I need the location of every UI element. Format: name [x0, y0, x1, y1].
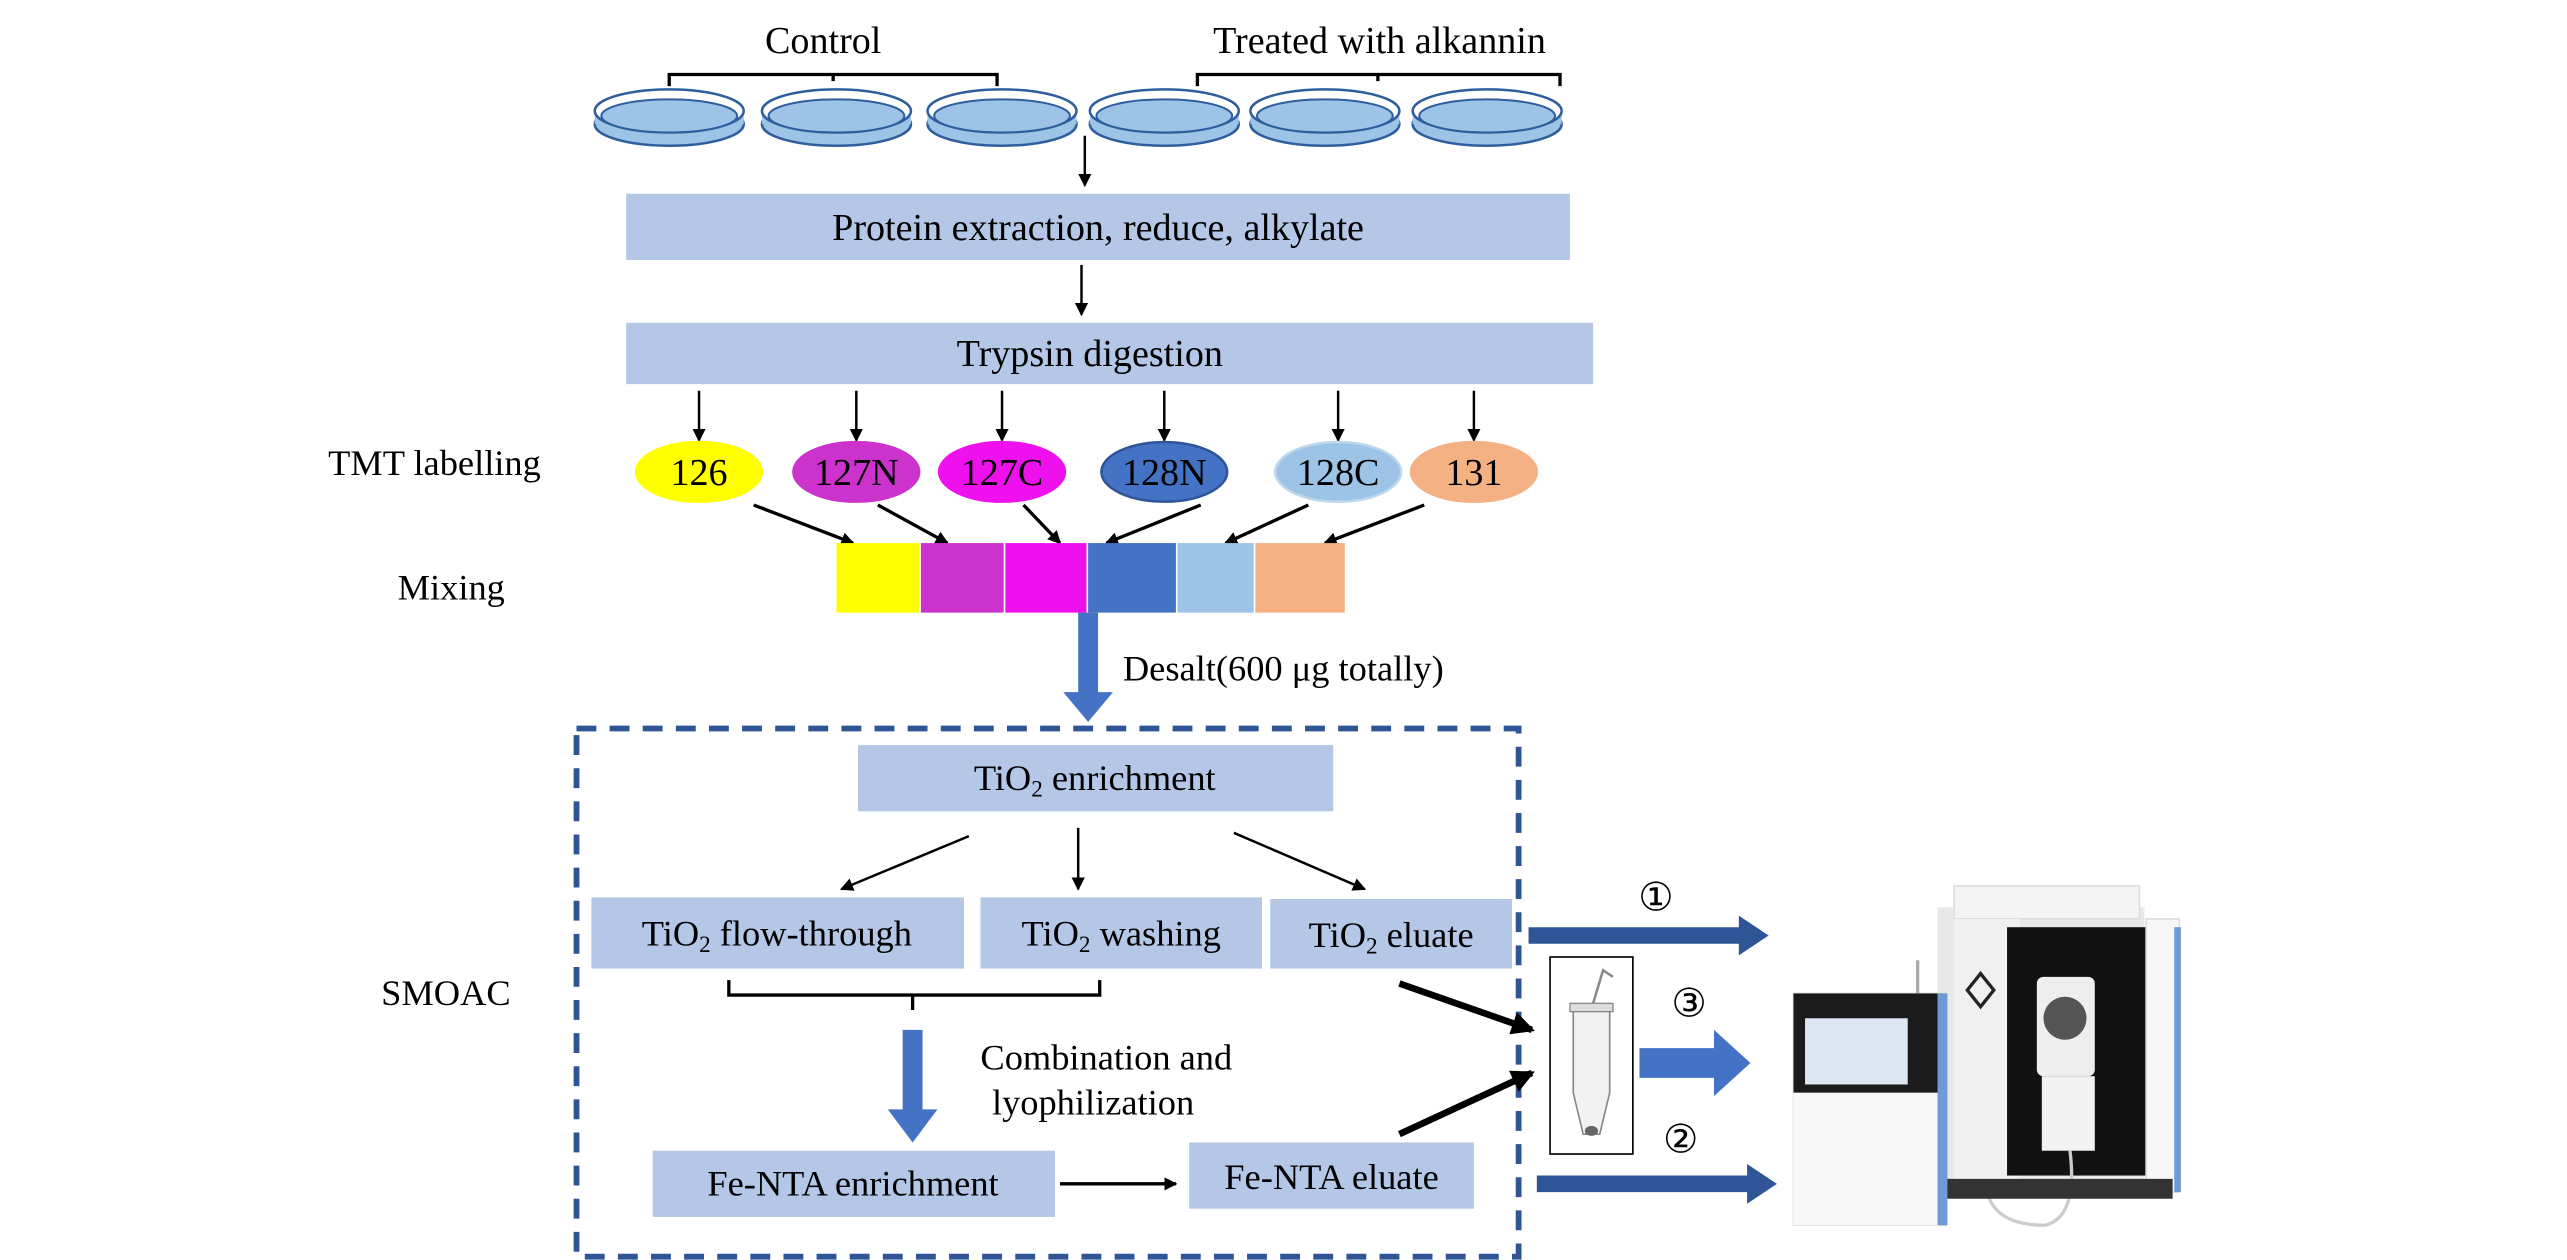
- tmt-tag-127C: [937, 440, 1067, 503]
- arrow-to-flow: [839, 834, 970, 891]
- mix-arrow: [1022, 503, 1062, 545]
- route-2-arrow: [1536, 1163, 1777, 1204]
- petri-dish-icon: [593, 88, 745, 147]
- petri-dish-icon: [1411, 88, 1563, 147]
- tio2-washing-text: TiO2 washing: [1022, 913, 1221, 958]
- route-3-arrow: [1639, 1029, 1751, 1097]
- tmt-labelling-label: TMT labelling: [328, 443, 541, 483]
- treated-label: Treated with alkannin: [1213, 20, 1546, 62]
- tmt-tag-label: 128N: [1122, 452, 1207, 494]
- extraction-text: Protein extraction, reduce, alkylate: [832, 207, 1364, 249]
- mix-arrow: [1224, 503, 1310, 545]
- mix-segment-126: [836, 543, 920, 613]
- tmt-tag-131: [1409, 440, 1539, 503]
- combine-arrow: [887, 1029, 938, 1143]
- mix-segment-128C: [1177, 543, 1254, 613]
- tmt-tag-label: 128C: [1297, 452, 1380, 494]
- desalt-arrow: [1063, 612, 1113, 722]
- mix-arrow: [1323, 503, 1425, 546]
- smoac-label: SMOAC: [381, 973, 510, 1013]
- digestion-text: Trypsin digestion: [957, 333, 1223, 375]
- culture-dishes: [593, 88, 1563, 147]
- desalt-text: Desalt(600 μg totally): [1123, 648, 1444, 688]
- mass-spectrometer-image: [1792, 884, 2181, 1227]
- fenta-eluate-box: [1189, 1142, 1474, 1209]
- tio2-flow-through-box: [591, 897, 964, 969]
- treated-bracket: [1195, 72, 1562, 87]
- combination-text: Combination and: [980, 1038, 1232, 1078]
- extraction-box: [626, 193, 1570, 260]
- petri-dish-icon: [926, 88, 1078, 147]
- fenta-enrichment-text: Fe-NTA enrichment: [707, 1163, 998, 1203]
- control-bracket: [667, 72, 999, 87]
- mix-segment-127N: [920, 543, 1004, 613]
- mix-segment-127C: [1005, 543, 1087, 613]
- mix-arrow: [877, 503, 949, 545]
- petri-dish-icon: [760, 88, 913, 147]
- mix-segment-128N: [1088, 543, 1176, 613]
- control-label: Control: [765, 20, 881, 62]
- tmt-tag-label: 127C: [961, 452, 1044, 494]
- route-2-label: ②: [1663, 1117, 1699, 1161]
- route-1-arrow: [1528, 915, 1769, 956]
- tmt-tag-label: 126: [670, 452, 727, 494]
- tio2-eluate-text: TiO2 eluate: [1309, 915, 1474, 960]
- digestion-box: [626, 322, 1594, 385]
- mixing-label: Mixing: [398, 567, 505, 607]
- petri-dish-icon: [1088, 88, 1241, 147]
- tio2-eluate-box: [1270, 899, 1512, 969]
- tmt-tag-label: 127N: [814, 452, 899, 494]
- mix-arrow: [753, 503, 855, 546]
- fenta-eluate-text: Fe-NTA eluate: [1224, 1157, 1438, 1197]
- microcentrifuge-tube-icon: [1549, 956, 1634, 1155]
- tmt-tag-label: 131: [1445, 452, 1502, 494]
- lyophilization-text: lyophilization: [992, 1082, 1194, 1122]
- tmt-tag-126: [634, 440, 764, 503]
- route-3-label: ③: [1671, 982, 1707, 1026]
- tmt-tag-128C: [1273, 440, 1403, 503]
- smoac-dashed-box: [573, 725, 1522, 1260]
- arrow-fenta-to-tube: [1398, 1069, 1535, 1138]
- tio2-enrichment-text: TiO2 enrichment: [974, 758, 1216, 803]
- mix-arrow: [1104, 503, 1202, 545]
- tio2-washing-box: [980, 897, 1262, 969]
- tmt-tag-127N: [792, 440, 921, 503]
- combine-bracket: [727, 980, 1102, 1010]
- route-1-label: ①: [1638, 876, 1674, 920]
- arrow-eluate-to-tube: [1398, 980, 1535, 1035]
- tmt-tag-128N: [1100, 440, 1229, 503]
- petri-dish-icon: [1249, 88, 1401, 147]
- mixing-bar: [836, 543, 1345, 613]
- arrow-to-eluate: [1233, 831, 1367, 891]
- tio2-enrichment-box: [857, 745, 1334, 812]
- tio2-flow-through-text: TiO2 flow-through: [642, 913, 912, 958]
- mix-segment-131: [1255, 543, 1345, 613]
- tmt-tags: 126 127N 127C 128N 128C 131: [634, 390, 1539, 546]
- fenta-enrichment-box: [652, 1150, 1056, 1217]
